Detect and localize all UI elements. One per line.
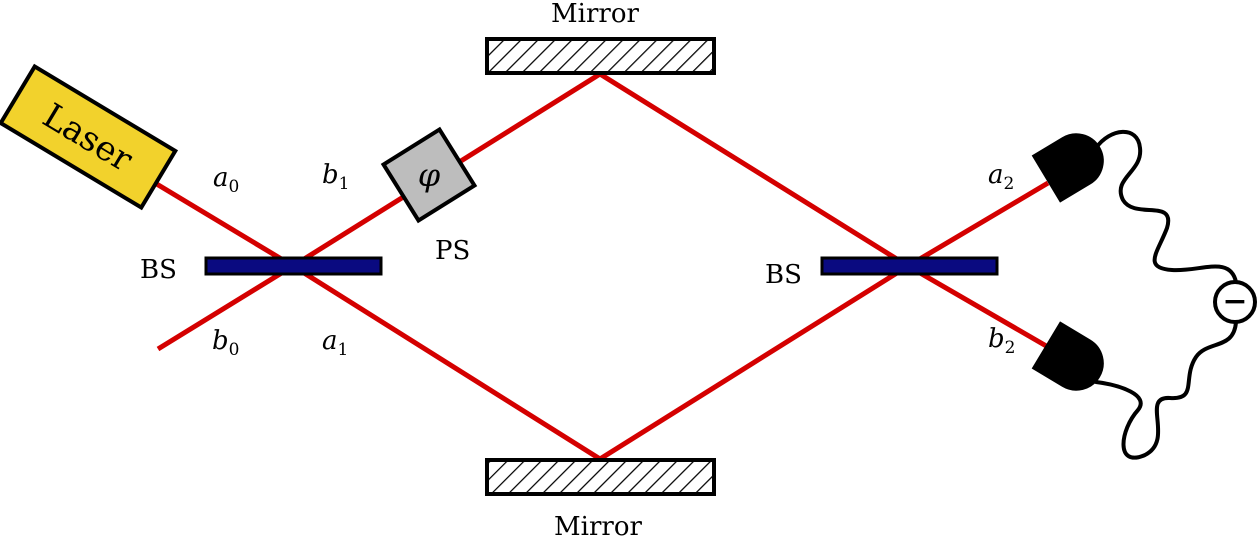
beam-b2-output — [906, 263, 1050, 350]
beamsplitter-right-label: BS — [765, 260, 802, 290]
port-label-a1: a1 — [322, 326, 348, 360]
detector-bottom-body — [1031, 321, 1104, 391]
phase-shifter — [380, 126, 478, 224]
mirror-bottom — [485, 458, 716, 496]
detector-wire-bottom — [1094, 320, 1238, 460]
laser-body — [0, 63, 179, 211]
detector-wire-top — [1094, 129, 1238, 284]
beamsplitter-left — [204, 256, 383, 276]
subtractor-circle — [1213, 280, 1257, 324]
detector-bottom — [1031, 321, 1104, 391]
beam-a2-output — [906, 180, 1050, 269]
port-label-b0: b0 — [212, 326, 239, 360]
detector-top — [1031, 133, 1104, 203]
beam-laser-to-bs — [153, 180, 295, 269]
mirror-top-label: Mirror — [551, 0, 639, 29]
port-label-b2: b2 — [988, 324, 1015, 358]
port-label-b1: b1 — [322, 160, 349, 194]
subtractor-symbol: − — [1222, 284, 1247, 319]
mirror-bottom-label: Mirror — [554, 512, 642, 538]
beam-lower-arm-out — [598, 263, 910, 462]
detector-top-body — [1031, 133, 1104, 203]
mirror-top — [485, 37, 716, 75]
beamsplitter-right — [820, 256, 999, 276]
phase-shifter-label: PS — [435, 236, 470, 266]
laser: Laser — [0, 63, 179, 211]
port-label-a2: a2 — [988, 160, 1014, 194]
beamsplitter-left-label: BS — [140, 255, 177, 285]
beam-lower-arm-in — [291, 263, 602, 462]
phase-shifter-body — [380, 126, 478, 224]
beam-b0-input — [156, 263, 295, 352]
phase-symbol: φ — [418, 156, 441, 194]
beam-upper-arm-out — [598, 71, 910, 269]
port-label-a0: a0 — [213, 163, 239, 197]
